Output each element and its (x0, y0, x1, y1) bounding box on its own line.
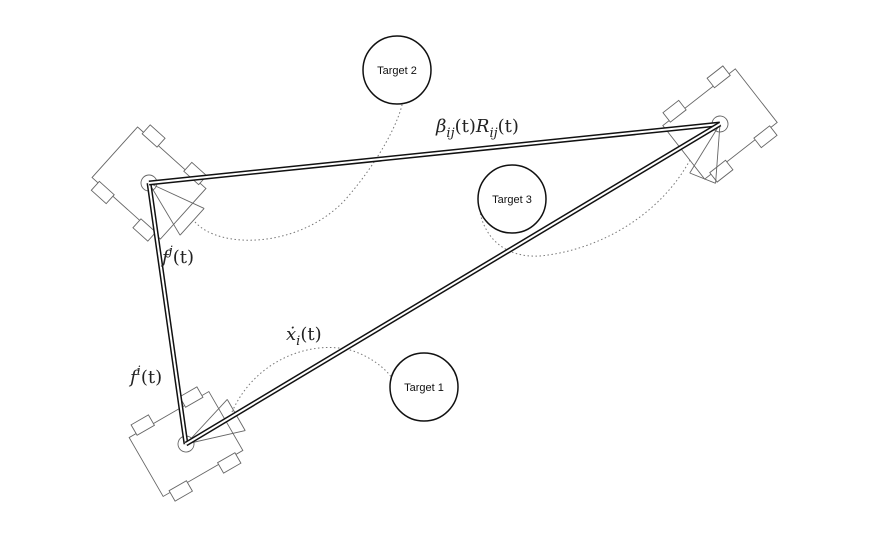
target-3-label: Target 3 (492, 194, 532, 206)
fov-i-superscript: i (137, 364, 141, 379)
fov-i-arg: (t) (141, 367, 162, 388)
robot-i (128, 386, 246, 502)
velocity-label: ẋi(t) (286, 324, 322, 349)
edge-label-beta-r: βij(t)Rij(t) (435, 116, 519, 141)
fov-j-label: fj(t) (160, 244, 194, 268)
beta-symbol: β (435, 116, 446, 137)
robot-k (662, 65, 778, 184)
target-1: Target 1 (389, 352, 459, 422)
fov-i-label: fi(t) (128, 364, 162, 388)
r-symbol: R (475, 116, 490, 137)
edge-j-k (148, 121, 721, 186)
r-arg: (t) (498, 116, 519, 137)
target-1-label: Target 1 (404, 382, 444, 394)
target-2: Target 2 (362, 35, 432, 105)
edge-i-j (146, 182, 189, 445)
robot-j (90, 124, 208, 242)
trajectory-k (479, 159, 691, 257)
fov-j-superscript: j (166, 244, 173, 259)
target-3: Target 3 (477, 164, 547, 234)
velocity-symbol: ẋ (286, 324, 296, 345)
edge-i-k (184, 121, 722, 447)
fov-j-arg: (t) (173, 247, 194, 268)
velocity-arg: (t) (300, 324, 321, 345)
beta-subscript: ij (446, 126, 454, 141)
beta-arg: (t) (455, 116, 476, 137)
velocity-subscript: i (296, 334, 300, 349)
target-2-label: Target 2 (377, 65, 417, 77)
r-subscript: ij (489, 126, 497, 141)
trajectory-j (194, 99, 404, 241)
